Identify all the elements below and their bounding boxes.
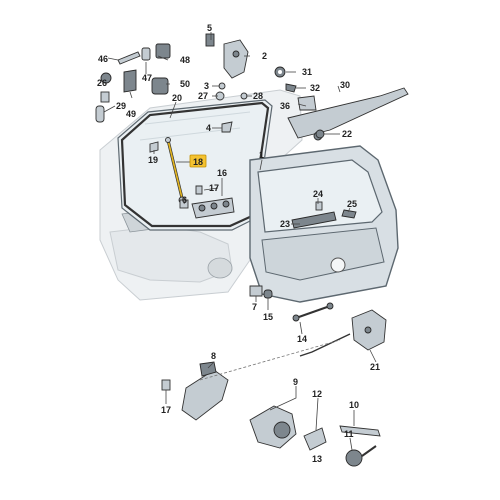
callout-48: 48 [180,55,190,65]
callout-17b: 17 [161,405,171,415]
callout-5: 5 [207,23,212,33]
callout-25: 25 [347,199,357,209]
callout-10: 10 [349,400,359,410]
callout-1: 1 [259,150,264,160]
highlight-box-18 [189,154,207,168]
callout-6: 6 [182,195,187,205]
release-cable [292,302,334,322]
callout-19: 19 [148,155,158,165]
callout-24: 24 [313,189,323,199]
hardware-cluster [95,43,171,123]
callout-27: 27 [198,91,208,101]
callout-2: 2 [262,51,267,61]
callout-13: 13 [312,454,322,464]
callout-26: 26 [97,78,107,88]
callout-29: 29 [116,101,126,111]
callout-12: 12 [312,389,322,399]
callout-7: 7 [252,302,257,312]
callout-50: 50 [180,79,190,89]
callout-18: 18 [193,157,203,167]
callout-15: 15 [263,312,273,322]
lock-actuator [161,361,229,421]
callout-32: 32 [310,83,320,93]
callout-numbers: 5 2 3 27 28 31 32 36 30 22 20 46 48 47 5… [97,23,380,464]
bump-stops [249,285,273,299]
hinge [205,33,249,79]
callout-36: 36 [280,101,290,111]
callout-47: 47 [142,73,152,83]
callout-46: 46 [98,54,108,64]
tailgate-lid [249,145,399,303]
callout-4: 4 [206,123,211,133]
callout-8: 8 [211,351,216,361]
handle-strip [291,201,357,229]
latch [299,309,387,357]
callout-49: 49 [126,109,136,119]
leader-lines [103,32,377,451]
callout-16: 16 [217,168,227,178]
callout-22: 22 [342,129,352,139]
callout-3: 3 [204,81,209,91]
callout-20: 20 [172,93,182,103]
callout-14: 14 [297,334,307,344]
hinge-bolt [205,33,215,47]
callout-9: 9 [293,377,298,387]
callout-11: 11 [344,429,354,439]
callout-30: 30 [340,80,350,90]
key-parts [339,425,381,467]
lock-cylinder [249,405,327,451]
clip-19 [149,141,159,153]
bracket-4 [221,121,233,133]
callout-31: 31 [302,67,312,77]
callout-23: 23 [280,219,290,229]
callout-28: 28 [253,91,263,101]
callout-21: 21 [370,362,380,372]
callout-17a: 17 [209,183,219,193]
